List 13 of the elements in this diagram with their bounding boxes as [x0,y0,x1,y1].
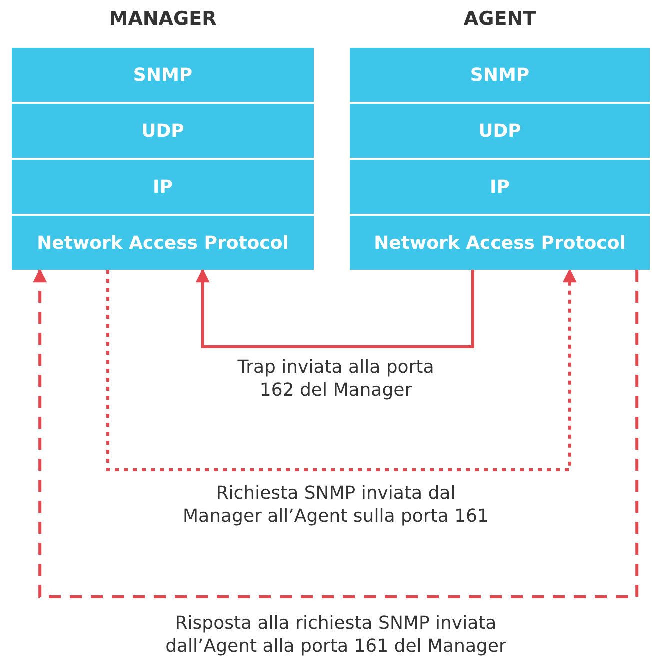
protocol-layer: IP [12,160,314,214]
protocol-layer: IP [350,160,650,214]
protocol-layer: SNMP [12,48,314,102]
stack-heading: AGENT [462,8,538,30]
protocol-layer: Network Access Protocol [12,216,314,270]
arrow [106,268,577,472]
arrow [33,268,639,598]
protocol-layer: UDP [350,104,650,158]
arrow [196,268,474,348]
protocol-layer: Network Access Protocol [350,216,650,270]
protocol-layer: UDP [12,104,314,158]
stack-heading: MANAGER [108,8,218,30]
protocol-layer: SNMP [350,48,650,102]
